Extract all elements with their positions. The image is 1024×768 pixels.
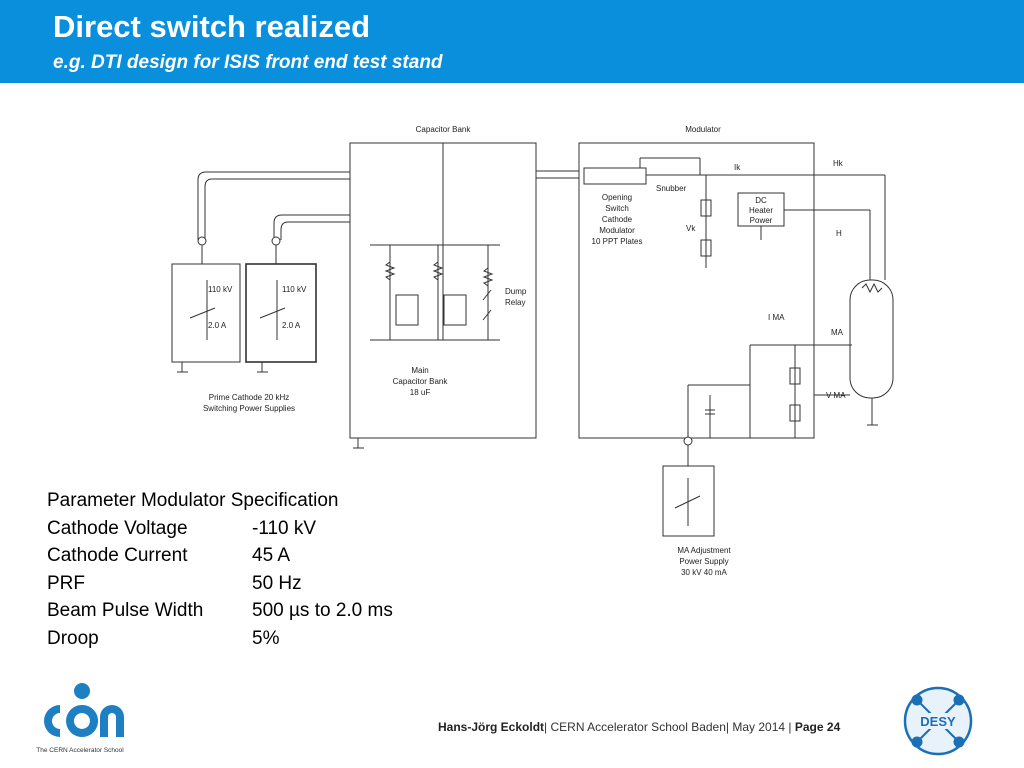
slide-title: Direct switch realized (53, 9, 371, 44)
opening-switch-label-3: Cathode (602, 215, 633, 224)
slide-subtitle: e.g. DTI design for ISIS front end test … (53, 52, 443, 73)
psu-2-voltage: 110 kV (282, 285, 307, 294)
desy-logo: DESY (903, 686, 973, 756)
ma-adjust-box (662, 465, 715, 537)
spec-label: PRF (47, 572, 85, 594)
spec-label: Beam Pulse Width (47, 600, 204, 621)
main-cap-bank-label-2: Capacitor Bank (393, 377, 449, 386)
vma-label: V MA (826, 391, 846, 400)
footer-author: Hans-Jörg Eckoldt (438, 720, 545, 734)
footer-event: CERN Accelerator School Baden (550, 720, 726, 734)
spec-row: Cathode Voltage -110 kV (47, 515, 338, 543)
dump-relay-label-2: Relay (505, 298, 525, 307)
ik-label: Ik (734, 163, 741, 172)
dc-heater-label-3: Power (750, 216, 773, 225)
footer-sep: | (785, 720, 795, 734)
spec-label: Droop (47, 627, 99, 649)
snubber-label: Snubber (656, 184, 687, 193)
main-cap-bank-label-3: 18 uF (410, 388, 431, 397)
modulator-label: Modulator (685, 125, 721, 134)
main-cap-bank-label-1: Main (411, 366, 428, 375)
vk-label: Vk (686, 224, 696, 233)
ma-adjust-label-2: Power Supply (679, 557, 728, 566)
spec-value: 50 Hz (252, 572, 302, 594)
psu-1-voltage: 110 kV (208, 285, 233, 294)
spec-value: 5% (252, 627, 280, 649)
footer-date: May 2014 (732, 720, 786, 734)
cas-caption: The CERN Accelerator School (36, 747, 124, 754)
dump-relay-label-1: Dump (505, 287, 527, 296)
footer: Hans-Jörg Eckoldt| CERN Accelerator Scho… (438, 720, 840, 734)
page-number: Page 24 (794, 720, 841, 734)
ma-label: MA (831, 328, 844, 337)
tube (849, 279, 894, 399)
spec-value: 500 µs to 2.0 ms (252, 600, 393, 621)
psu-2-box (245, 263, 317, 363)
opening-switch-label-2: Switch (605, 204, 629, 213)
desy-text: DESY (920, 714, 956, 729)
spec-row: Cathode Current 45 A (47, 542, 338, 570)
spec-row: Beam Pulse Width 500 µs to 2.0 ms (47, 597, 393, 625)
cas-logo: The CERN Accelerator School (36, 683, 124, 754)
footer-sep: | (544, 720, 551, 734)
dc-heater-label-2: Heater (749, 206, 773, 215)
spec-heading: Parameter Modulator Specification (47, 490, 339, 511)
capacitor-bank-label: Capacitor Bank (416, 125, 472, 134)
spec-row: Droop 5% (47, 625, 338, 653)
prime-cathode-label-1: Prime Cathode 20 kHz (209, 393, 289, 402)
prime-cathode-label-2: Switching Power Supplies (203, 404, 295, 413)
opening-switch-label-5: 10 PPT Plates (592, 237, 643, 246)
modulator-box (578, 142, 815, 439)
spec-row: PRF 50 Hz (47, 570, 338, 598)
spec-label: Cathode Current (47, 545, 188, 566)
h-label: H (836, 229, 842, 238)
header-bar: Direct switch realized e.g. DTI design f… (0, 0, 1024, 83)
footer-sep: | (725, 720, 733, 734)
spec-label: Cathode Voltage (47, 517, 188, 539)
ma-adjust-label-1: MA Adjustment (677, 546, 731, 555)
psu-1-box (171, 263, 241, 363)
circuit-diagram: Capacitor Bank Modulator Hk H Ik Snubber… (171, 125, 894, 577)
spec-value: 45 A (252, 545, 291, 566)
opening-switch-label-1: Opening (602, 193, 632, 202)
dc-heater-label-1: DC (755, 196, 767, 205)
psu-2-current: 2.0 A (282, 321, 301, 330)
spec-value: -110 kV (252, 517, 317, 539)
opening-switch-label-4: Modulator (599, 226, 635, 235)
psu-1-current: 2.0 A (208, 321, 227, 330)
ima-label: I MA (768, 313, 785, 322)
hk-label: Hk (833, 159, 844, 168)
ma-adjust-label-3: 30 kV 40 mA (681, 568, 727, 577)
spec-table: Parameter Modulator Specification Cathod… (47, 487, 393, 653)
